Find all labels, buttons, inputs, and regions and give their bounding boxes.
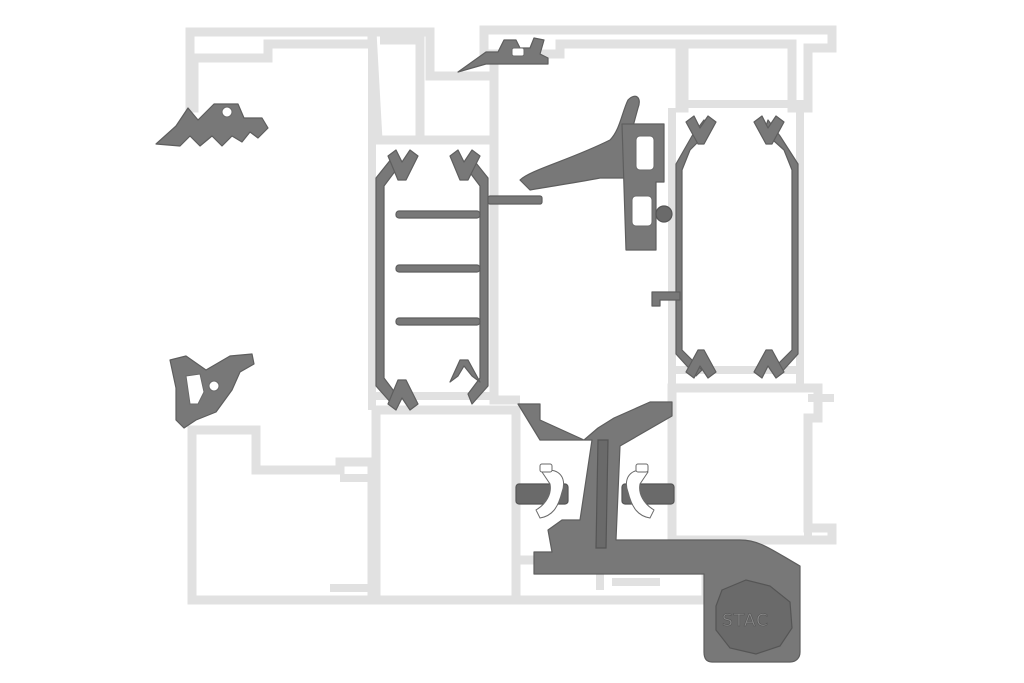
hinge-bushing-right <box>626 469 655 519</box>
sash-left-bar-3 <box>395 317 481 326</box>
gasket-top-center-shape <box>457 37 549 73</box>
sash-right <box>651 115 799 379</box>
sash-left-bottom-lobe-2 <box>449 359 481 383</box>
sash-right-top-lobe-1 <box>685 115 717 145</box>
center-seal-hole-2 <box>631 195 653 227</box>
hinge-clip-right <box>635 463 649 473</box>
sash-right-top-lobe-2 <box>753 115 785 145</box>
hinge-inner-web <box>595 439 609 549</box>
hinge-pins <box>515 463 675 519</box>
hinge-logo-text: STAC <box>722 611 769 631</box>
sash-right-bottom-lobe-1 <box>685 349 717 379</box>
sash-right-left-wall <box>675 119 709 377</box>
sash-left-flange <box>487 195 543 205</box>
hinge-bushing-left <box>535 469 564 519</box>
sash-left-top-lobe-1 <box>387 149 419 181</box>
gasket-left-lower-hole-2 <box>208 380 220 392</box>
frame-right-lower-inner <box>804 394 834 540</box>
center-seal-arm <box>519 95 640 191</box>
sash-right-ghost <box>668 108 804 388</box>
hinge-body: STAC <box>517 401 801 663</box>
outer-frame <box>185 25 837 605</box>
sash-left-bottom-lobe-1 <box>387 379 419 411</box>
sash-right-hook <box>651 291 681 307</box>
center-seal <box>519 95 673 251</box>
sash-left-bar-2 <box>395 264 481 273</box>
center-seal-bulb <box>655 205 673 223</box>
frame-right-lower <box>667 383 837 545</box>
gasket-left-lower <box>169 353 255 429</box>
gasket-top-left-hole <box>221 106 233 118</box>
gasket-top-left <box>155 103 269 147</box>
sash-left <box>375 149 543 411</box>
hinge-clip-left <box>539 463 553 473</box>
gasket-left-lower-hole <box>185 373 205 405</box>
sash-left-outer-wall <box>375 157 397 405</box>
gasket-top-left-shape <box>155 103 269 147</box>
frame-top-left <box>185 27 377 113</box>
frame-bottom-left-lip <box>330 474 372 592</box>
frame-bottom-left <box>187 425 377 605</box>
sash-left-bar-1 <box>395 210 481 219</box>
sash-right-bottom-lobe-2 <box>753 349 785 379</box>
sash-left-top-lobe-2 <box>449 149 481 181</box>
frame-bottom-center <box>371 405 521 605</box>
sash-right-right-wall <box>763 119 799 377</box>
gasket-top-center <box>457 37 549 73</box>
hinge-cap-logo: STAC <box>715 579 793 655</box>
center-seal-hole-1 <box>635 135 655 171</box>
hinge-cap-shape <box>715 579 793 655</box>
gasket-top-center-hole <box>511 47 525 57</box>
frame-mid-left <box>380 35 425 140</box>
